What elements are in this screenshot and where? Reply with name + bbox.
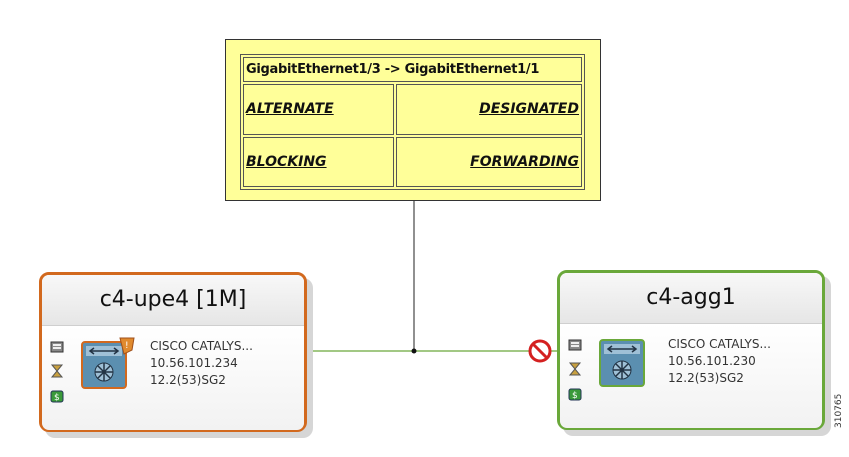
switch-icon	[598, 334, 654, 396]
port-role-left: ALTERNATE	[243, 84, 395, 135]
device-version: 12.2(53)SG2	[668, 371, 744, 385]
figure-id: 310765	[834, 393, 844, 428]
device-model: CISCO CATALYS...	[150, 339, 253, 353]
link-info-table: GigabitEthernet1/3 -> GigabitEthernet1/1…	[240, 54, 585, 190]
port-state-right: FORWARDING	[396, 136, 582, 187]
device-info: CISCO CATALYS... 10.56.101.230 12.2(53)S…	[668, 336, 771, 387]
device-name: c4-upe4 [1M]	[42, 275, 304, 326]
port-state-left: BLOCKING	[243, 136, 395, 187]
port-role-right: DESIGNATED	[396, 84, 582, 135]
link-info-tooltip: GigabitEthernet1/3 -> GigabitEthernet1/1…	[225, 39, 601, 201]
card-status-icon	[50, 338, 66, 357]
device-info: CISCO CATALYS... 10.56.101.234 12.2(53)S…	[150, 338, 253, 389]
license-icon: $	[568, 386, 584, 405]
svg-text:$: $	[572, 391, 578, 401]
device-ip: 10.56.101.230	[668, 354, 756, 368]
license-icon: $	[50, 388, 66, 407]
link-interfaces-header: GigabitEthernet1/3 -> GigabitEthernet1/1	[243, 57, 582, 83]
device-card-c4-agg1[interactable]: c4-agg1 $ CISCO CATALYS... 10.56.	[557, 270, 825, 430]
blocked-icon[interactable]	[527, 338, 553, 368]
svg-text:$: $	[54, 393, 60, 403]
device-version: 12.2(53)SG2	[150, 373, 226, 387]
card-status-icon	[568, 336, 584, 355]
device-model: CISCO CATALYS...	[668, 337, 771, 351]
device-name: c4-agg1	[560, 273, 822, 324]
switch-icon: !	[80, 336, 136, 398]
device-ip: 10.56.101.234	[150, 356, 238, 370]
device-card-c4-upe4[interactable]: c4-upe4 [1M] $ ! CISCO	[39, 272, 307, 432]
svg-text:!: !	[125, 341, 129, 351]
hourglass-icon	[50, 363, 66, 382]
link-junction-dot	[411, 348, 417, 354]
hourglass-icon	[568, 361, 584, 380]
